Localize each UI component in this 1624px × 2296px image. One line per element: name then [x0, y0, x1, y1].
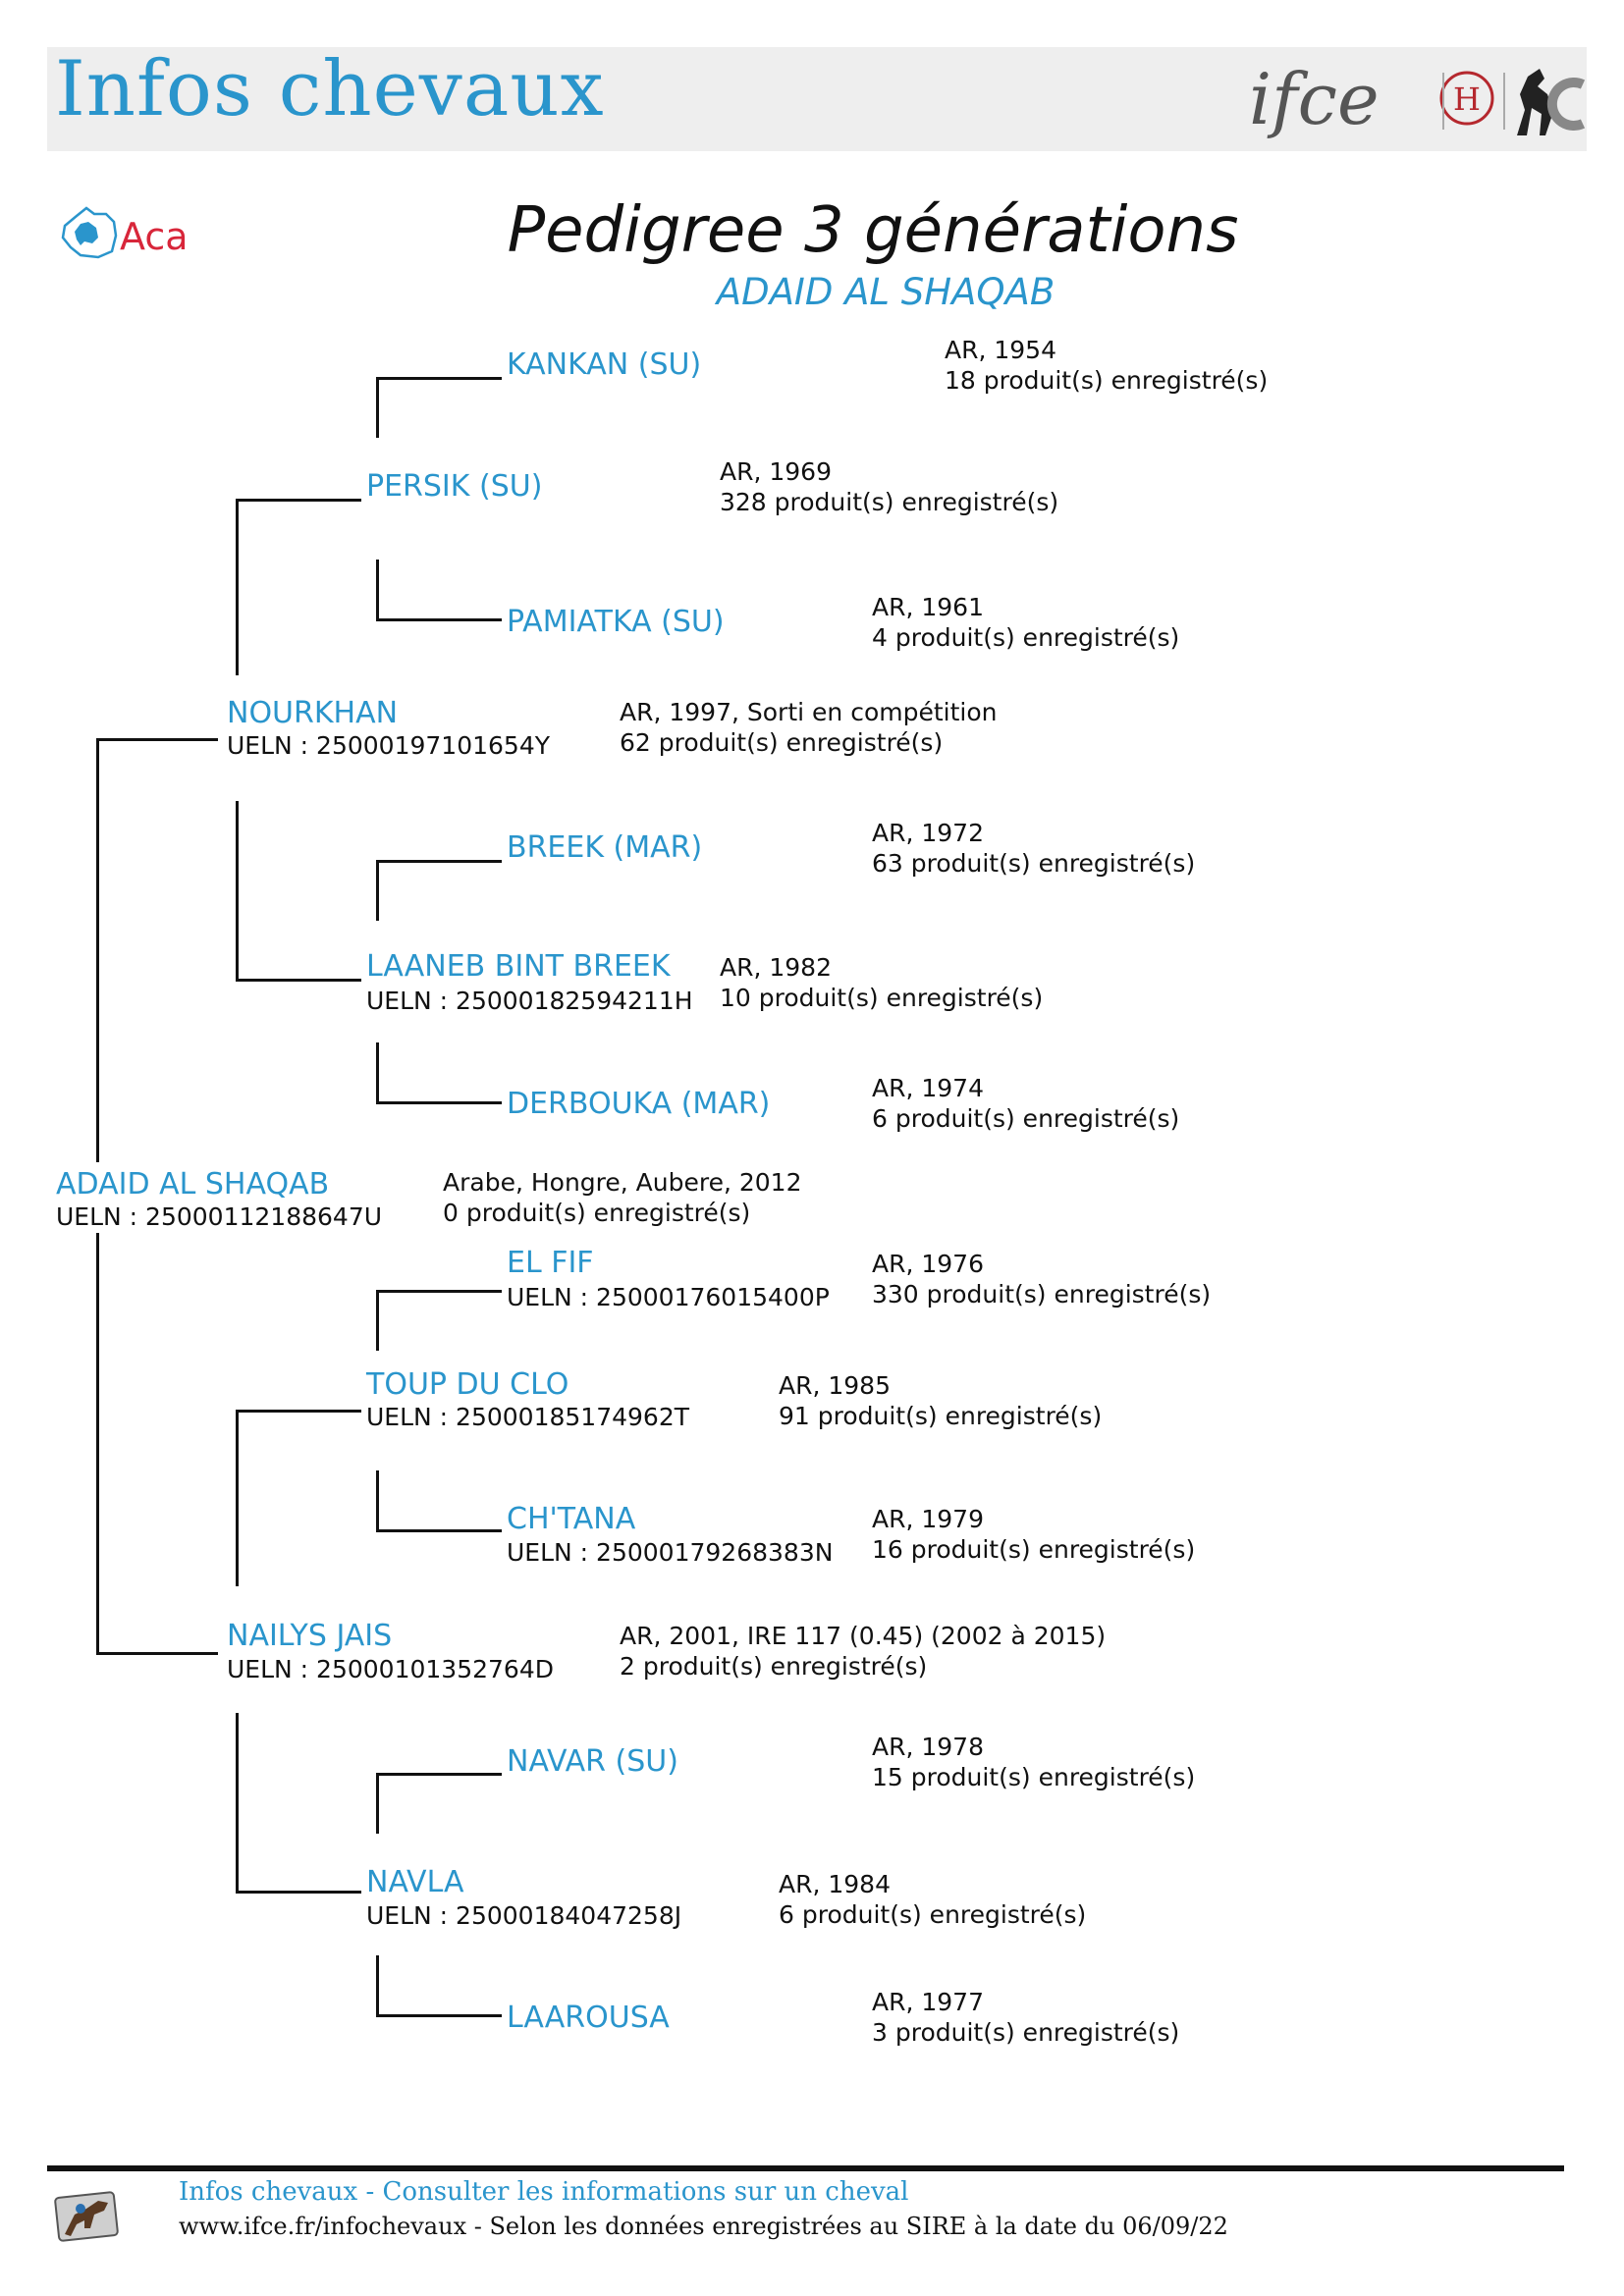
- dam-sire-sire-name[interactable]: EL FIF: [507, 1246, 594, 1280]
- haras-emblem-letter: H: [1453, 80, 1481, 118]
- horse-silhouette-icon: [1517, 69, 1553, 135]
- site-title: Infos chevaux: [55, 45, 605, 133]
- sire-sire-sire-name[interactable]: KANKAN (SU): [507, 347, 702, 382]
- france-map-icon: [61, 206, 118, 259]
- header-band: [47, 47, 1587, 151]
- aca-logo: Aca: [59, 202, 196, 261]
- sire-dam-dam-name[interactable]: DERBOUKA (MAR): [507, 1087, 771, 1121]
- sire-sire-dam-name[interactable]: PAMIATKA (SU): [507, 605, 725, 639]
- aca-logo-text: Aca: [120, 215, 189, 258]
- ifce-logo: ifce H: [1247, 51, 1587, 149]
- sire-sire-name[interactable]: PERSIK (SU): [366, 469, 543, 504]
- footer-rule: [47, 2165, 1564, 2171]
- ifce-logo-if: ifce: [1249, 58, 1380, 140]
- sire-dam-ueln: UELN : 25000182594211H: [366, 987, 693, 1015]
- subject-ueln: UELN : 25000112188647U: [56, 1202, 383, 1231]
- sire-dam-name[interactable]: LAANEB BINT BREEK: [366, 949, 671, 984]
- dam-dam-sire-name[interactable]: NAVAR (SU): [507, 1744, 678, 1779]
- page-title: Pedigree 3 générations: [507, 194, 1239, 267]
- haras-emblem-icon: [1439, 71, 1494, 126]
- dam-dam-name[interactable]: NAVLA: [366, 1865, 464, 1899]
- dam-dam-dam-name[interactable]: LAAROUSA: [507, 2001, 670, 2035]
- horse-card-icon: [51, 2181, 124, 2246]
- sire-ueln: UELN : 25000197101654Y: [227, 731, 550, 760]
- c-letter-icon: [1546, 78, 1586, 131]
- sire-name[interactable]: NOURKHAN: [227, 696, 399, 730]
- dam-sire-dam-ueln: UELN : 25000179268383N: [507, 1538, 834, 1567]
- dam-sire-name[interactable]: TOUP DU CLO: [366, 1367, 569, 1402]
- horse-head-icon: [75, 222, 98, 245]
- page-subtitle: ADAID AL SHAQAB: [716, 271, 1056, 313]
- dam-ueln: UELN : 25000101352764D: [227, 1655, 554, 1683]
- footer-line-1[interactable]: Infos chevaux - Consulter les informatio…: [179, 2177, 909, 2207]
- dam-name[interactable]: NAILYS JAIS: [227, 1619, 393, 1653]
- dam-sire-ueln: UELN : 25000185174962T: [366, 1403, 689, 1431]
- dam-sire-sire-ueln: UELN : 25000176015400P: [507, 1283, 830, 1311]
- footer-line-2: www.ifce.fr/infochevaux - Selon les donn…: [179, 2213, 1228, 2240]
- dam-dam-ueln: UELN : 25000184047258J: [366, 1901, 682, 1930]
- subject-name[interactable]: ADAID AL SHAQAB: [56, 1167, 330, 1201]
- dam-info: AR, 2001, IRE 117 (0.45) (2002 à 2015)2 …: [620, 1622, 1107, 1681]
- dam-sire-dam-name[interactable]: CH'TANA: [507, 1502, 636, 1536]
- sire-dam-sire-name[interactable]: BREEK (MAR): [507, 830, 703, 865]
